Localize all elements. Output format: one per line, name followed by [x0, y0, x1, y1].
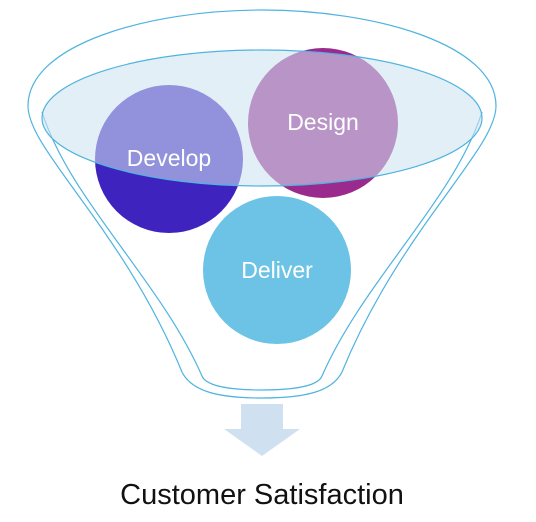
develop-label: Develop [127, 145, 211, 171]
customer-satisfaction-label: Customer Satisfaction [120, 479, 404, 511]
funnel-inner-shell [41, 111, 483, 391]
funnel-outer-shell [27, 9, 497, 399]
funnel-top-ellipse [41, 49, 483, 187]
deliver-label: Deliver [241, 257, 313, 283]
deliver-circle [203, 196, 351, 344]
design-label: Design [287, 109, 359, 135]
down-arrow-icon [224, 404, 300, 456]
